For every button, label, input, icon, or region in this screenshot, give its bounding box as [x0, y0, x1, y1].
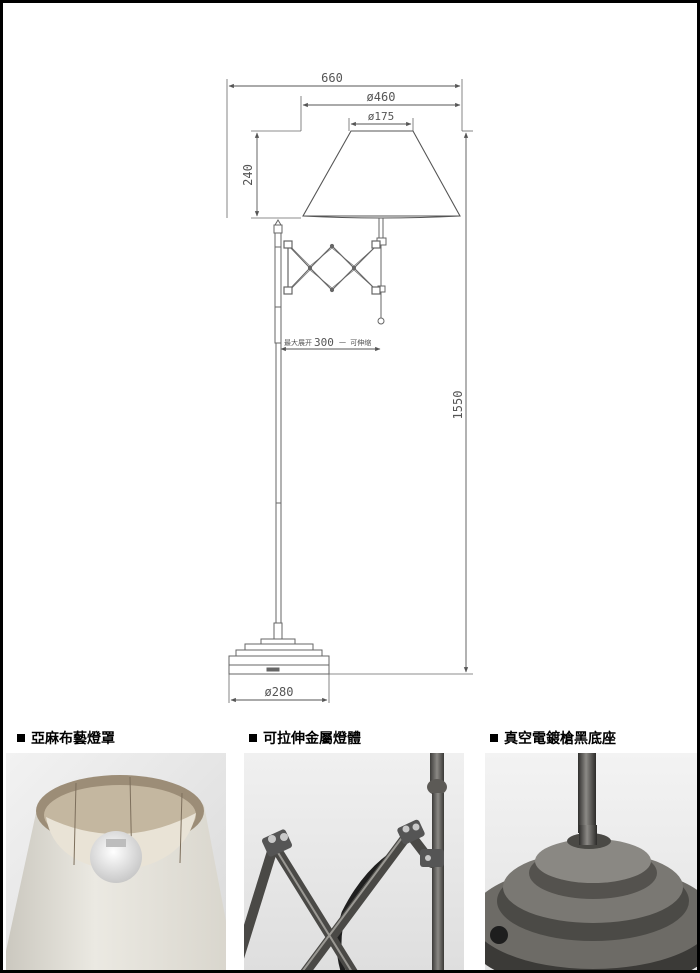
total-height-label: 1550 [451, 391, 465, 420]
arm-extension-value: 300 [314, 336, 334, 349]
bullet-square-icon [249, 734, 257, 742]
detail-caption-body: 可拉伸金屬燈體 [249, 728, 361, 748]
lamp-shade-outline [302, 130, 461, 219]
overall-width-label: 660 [321, 71, 343, 85]
scissor-arm [283, 240, 381, 295]
lamp-technical-drawing: 660 ø460 ø175 240 1550 ø280 最大展开 300 一 可… [226, 71, 473, 703]
photo-gunmetal-base [485, 753, 697, 970]
pole-finial [427, 753, 447, 970]
base-diameter-label: ø280 [265, 685, 294, 699]
shade-height-label: 240 [241, 164, 255, 186]
arm-extension-note: 最大展开 300 一 可伸缩 [284, 336, 371, 349]
bullet-square-icon [490, 734, 498, 742]
lamp-base [228, 638, 330, 675]
detail-caption-shade: 亞麻布藝燈罩 [17, 728, 115, 748]
arm-hanger [376, 218, 387, 325]
detail-caption-base: 真空電鍍槍黑底座 [490, 728, 616, 748]
arm-extension-prefix: 最大展开 [284, 338, 312, 347]
shade-top-diameter-label: ø175 [368, 110, 395, 123]
shade-bottom-diameter-label: ø460 [367, 90, 396, 104]
lamp-pole [273, 219, 283, 640]
arm-extension-suffix: 一 可伸缩 [339, 338, 371, 347]
bullet-square-icon [17, 734, 25, 742]
photo-linen-shade [6, 753, 226, 970]
dimension-lines [228, 83, 469, 703]
photo-metal-arm [244, 753, 464, 970]
